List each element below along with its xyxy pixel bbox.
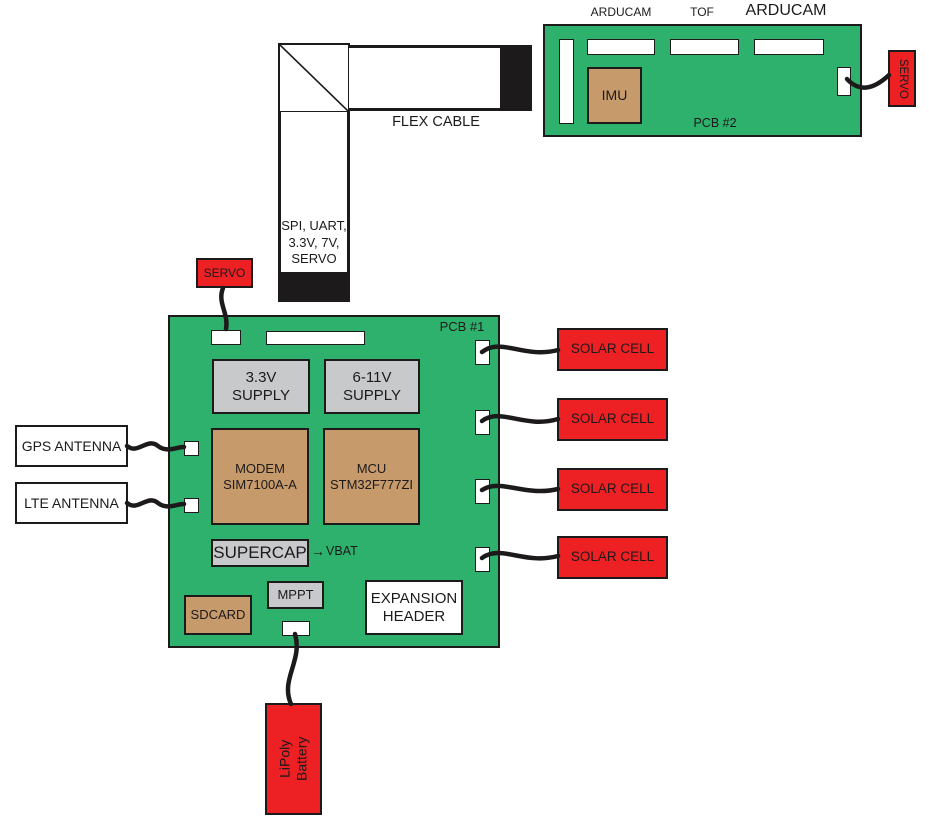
solar-cell-1-label: SOLAR CELL: [570, 341, 655, 357]
pcb1-flex-connector: [266, 331, 365, 345]
supply-33v-label: 3.3V SUPPLY: [231, 368, 291, 404]
solar-cell-2: SOLAR CELL: [557, 398, 668, 441]
lte-antenna-label: LTE ANTENNA: [24, 494, 119, 511]
solar-cell-4-label: SOLAR CELL: [570, 549, 655, 565]
mppt-label: MPPT: [277, 587, 314, 603]
solar-connector-3: [475, 479, 490, 504]
mppt-block: MPPT: [267, 581, 324, 609]
expansion-header-block: EXPANSION HEADER: [365, 580, 463, 635]
supply-33v-block: 3.3V SUPPLY: [212, 359, 310, 414]
arducam-left-label: ARDUCAM: [590, 5, 652, 19]
vbat-annotation: → VBAT: [311, 543, 358, 559]
pcb1-servo-label: SERVO: [203, 265, 246, 280]
vbat-arrow-icon: →: [311, 543, 325, 559]
arducam-right-label: ARDUCAM: [745, 2, 827, 19]
sdcard-block: SDCARD: [184, 595, 252, 635]
pcb2-servo-label: SERVO: [896, 58, 909, 99]
pcb2-side-connector: [559, 39, 574, 124]
solar-cell-1: SOLAR CELL: [557, 328, 668, 371]
lte-antenna-connector: [184, 498, 199, 513]
solar-connector-2: [475, 410, 490, 435]
flex-cable-vertical-arm: SPI, UART, 3.3V, 7V, SERVO: [278, 112, 350, 302]
gps-antenna-label: GPS ANTENNA: [21, 437, 122, 454]
lipoly-battery-label: LiPoly Battery: [276, 736, 310, 782]
imu-label: IMU: [601, 87, 628, 104]
pcb2-board: IMU PCB #2: [543, 24, 862, 137]
pcb2-name-label: PCB #2: [693, 116, 737, 130]
expansion-header-label: EXPANSION HEADER: [370, 589, 458, 625]
gps-antenna-connector: [184, 441, 199, 456]
pcb1-servo-connector: [211, 330, 241, 345]
modem-chip: MODEM SIM7100A-A: [211, 428, 309, 525]
gps-antenna-box: GPS ANTENNA: [15, 425, 128, 467]
pcb1-board: PCB #1 3.3V SUPPLY 6-11V SUPPLY MODEM SI…: [168, 315, 500, 648]
pcb2-arducam-right-connector: [754, 39, 824, 55]
solar-cell-4: SOLAR CELL: [557, 536, 668, 579]
flex-corner-diagonal: [280, 45, 348, 111]
pcb2-tof-connector: [670, 39, 739, 55]
imu-chip: IMU: [587, 67, 642, 124]
battery-connector: [282, 621, 310, 636]
supercap-label: SUPERCAP: [213, 542, 307, 562]
solar-connector-4: [475, 547, 490, 572]
pcb1-servo-box: SERVO: [196, 258, 253, 288]
pcb2-servo-box: SERVO: [888, 50, 916, 107]
lipoly-battery-box: LiPoly Battery: [265, 703, 322, 815]
flex-cable-corner: [278, 43, 350, 113]
mcu-chip: MCU STM32F777ZI: [323, 428, 420, 525]
mcu-label: MCU STM32F777ZI: [329, 460, 414, 492]
pcb1-name-label: PCB #1: [439, 319, 485, 334]
flex-cable-label: FLEX CABLE: [392, 114, 480, 130]
lte-antenna-box: LTE ANTENNA: [15, 482, 128, 524]
flex-cable-end-connector: [500, 45, 532, 111]
solar-cell-2-label: SOLAR CELL: [570, 411, 655, 427]
solar-connector-1: [475, 340, 490, 365]
flex-cable-signals-label: SPI, UART, 3.3V, 7V, SERVO: [281, 218, 347, 266]
supply-611v-block: 6-11V SUPPLY: [324, 359, 420, 414]
pcb2-arducam-left-connector: [587, 39, 655, 55]
modem-label: MODEM SIM7100A-A: [223, 460, 297, 492]
sdcard-label: SDCARD: [190, 607, 246, 623]
solar-cell-3-label: SOLAR CELL: [570, 481, 655, 497]
pcb2-servo-connector: [837, 67, 851, 96]
solar-cell-3: SOLAR CELL: [557, 468, 668, 511]
supercap-block: SUPERCAP: [211, 539, 309, 567]
flex-cable-bottom-connector: [279, 272, 349, 302]
tof-label: TOF: [690, 5, 714, 19]
vbat-label: VBAT: [326, 544, 358, 558]
supply-611v-label: 6-11V SUPPLY: [342, 368, 402, 404]
